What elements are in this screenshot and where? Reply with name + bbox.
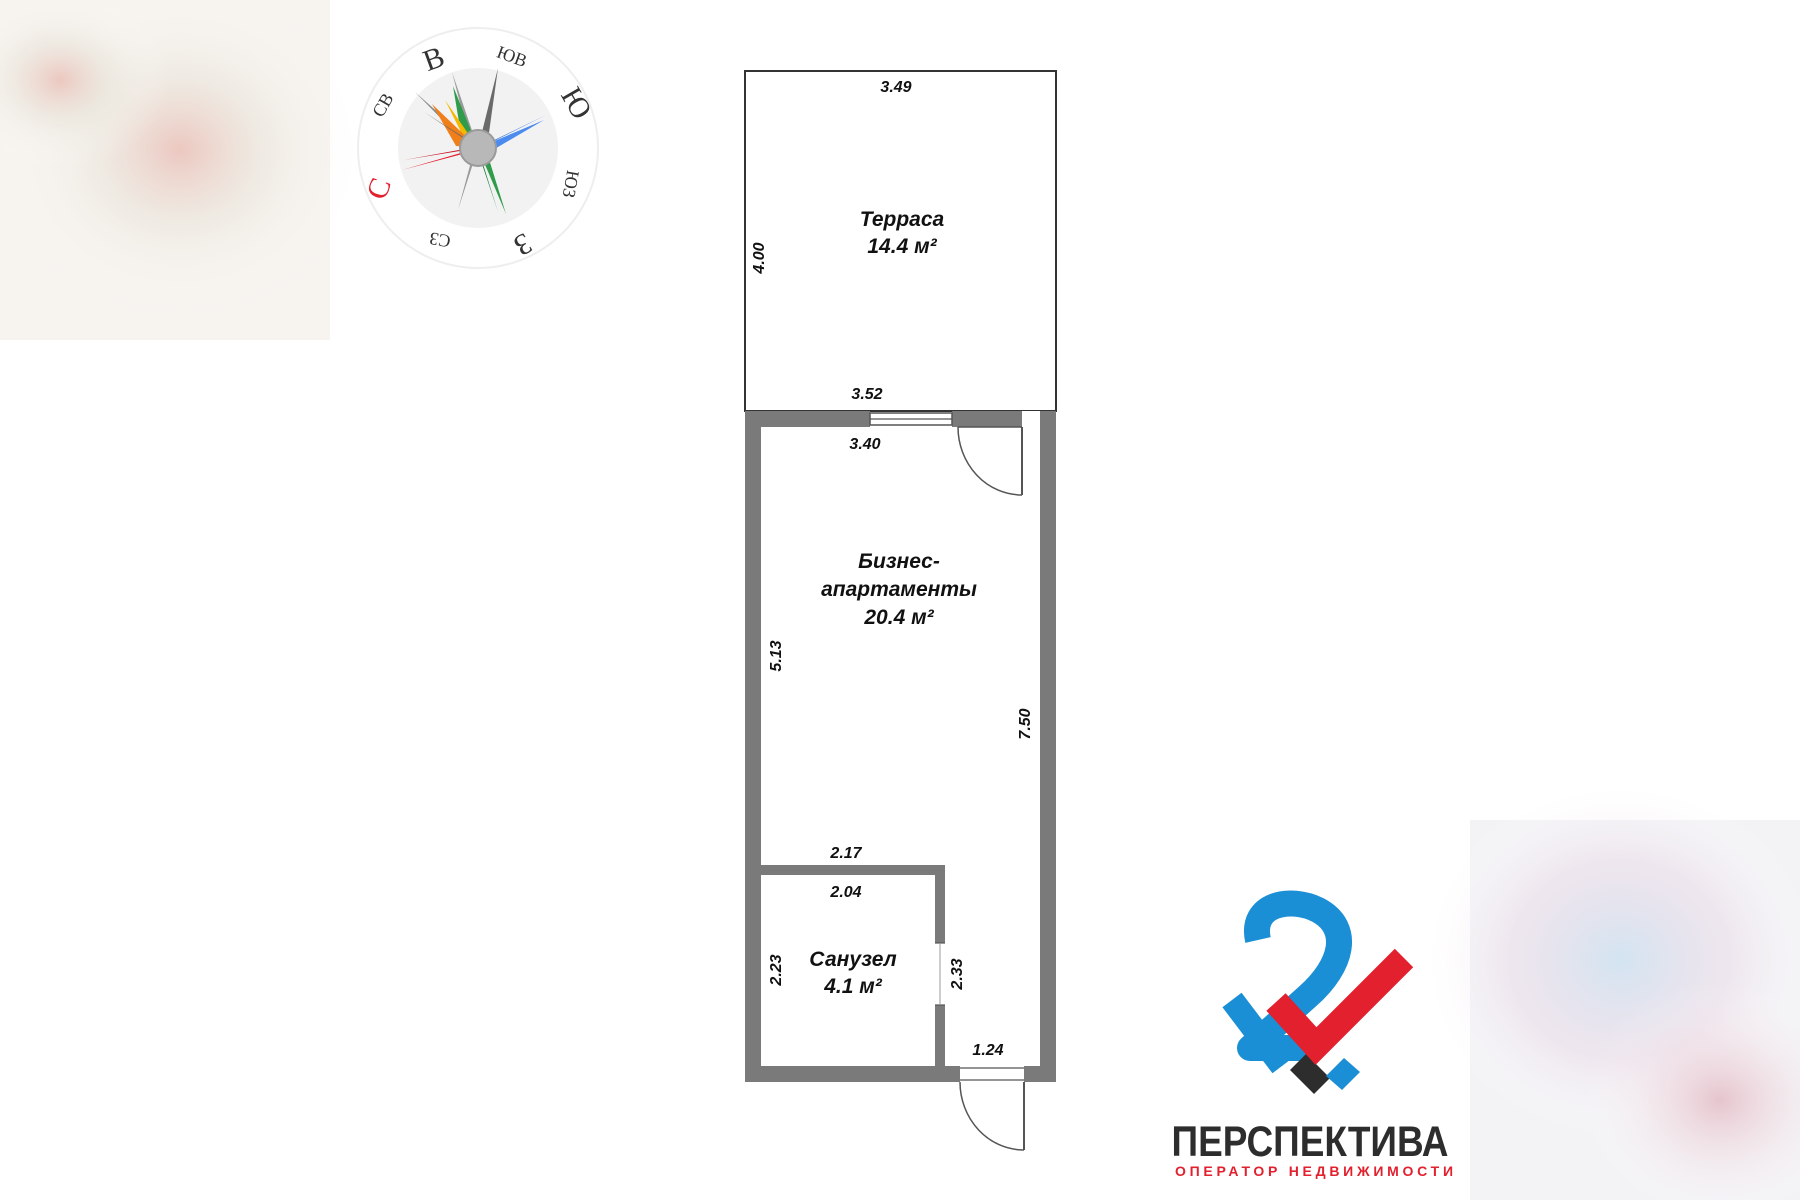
dim-bath-left: 2.23 xyxy=(768,954,785,986)
dim-entry: 1.24 xyxy=(972,1042,1003,1059)
compass-label-nw: СЗ xyxy=(428,228,452,251)
dim-terrace-left: 4.00 xyxy=(751,242,768,274)
dim-partition: 2.17 xyxy=(829,845,862,862)
compass-label-sw: ЮЗ xyxy=(559,169,583,200)
door-terrace xyxy=(957,411,1040,496)
door-bathroom xyxy=(935,942,945,1006)
compass-star-icon xyxy=(402,68,546,214)
business-area: 20.4 м² xyxy=(863,606,934,629)
brand-logo: ПЕРСПЕКТИВА ОПЕРАТОР НЕДВИЖИМОСТИ xyxy=(1172,890,1453,1179)
window xyxy=(869,412,953,426)
dim-terrace-bottom: 3.52 xyxy=(851,386,882,403)
compass-rose: С СВ В ЮВ Ю ЮЗ З СЗ xyxy=(357,27,599,269)
dim-bath-right: 2.33 xyxy=(949,958,966,990)
logo-name: ПЕРСПЕКТИВА xyxy=(1172,1118,1449,1166)
door-entry xyxy=(959,1067,1025,1151)
dim-business-top: 3.40 xyxy=(849,436,880,453)
terrace-area: 14.4 м² xyxy=(867,235,937,258)
dim-business-left: 5.13 xyxy=(768,640,785,671)
background-blur-right xyxy=(1420,780,1800,1200)
dim-bath-top: 2.04 xyxy=(829,884,861,901)
logo-mark-icon xyxy=(1222,890,1414,1094)
terrace-name: Терраса xyxy=(860,208,945,231)
bathroom-area: 4.1 м² xyxy=(823,975,883,998)
bathroom-name: Санузел xyxy=(809,948,896,971)
dim-business-right: 7.50 xyxy=(1017,708,1034,739)
business-name-line2: апартаменты xyxy=(821,578,977,601)
background-blur-left xyxy=(0,0,370,340)
business-name-line1: Бизнес- xyxy=(858,550,940,573)
dim-terrace-top: 3.49 xyxy=(880,79,911,96)
terrace-outline xyxy=(744,70,1057,412)
walls xyxy=(745,411,1056,1082)
